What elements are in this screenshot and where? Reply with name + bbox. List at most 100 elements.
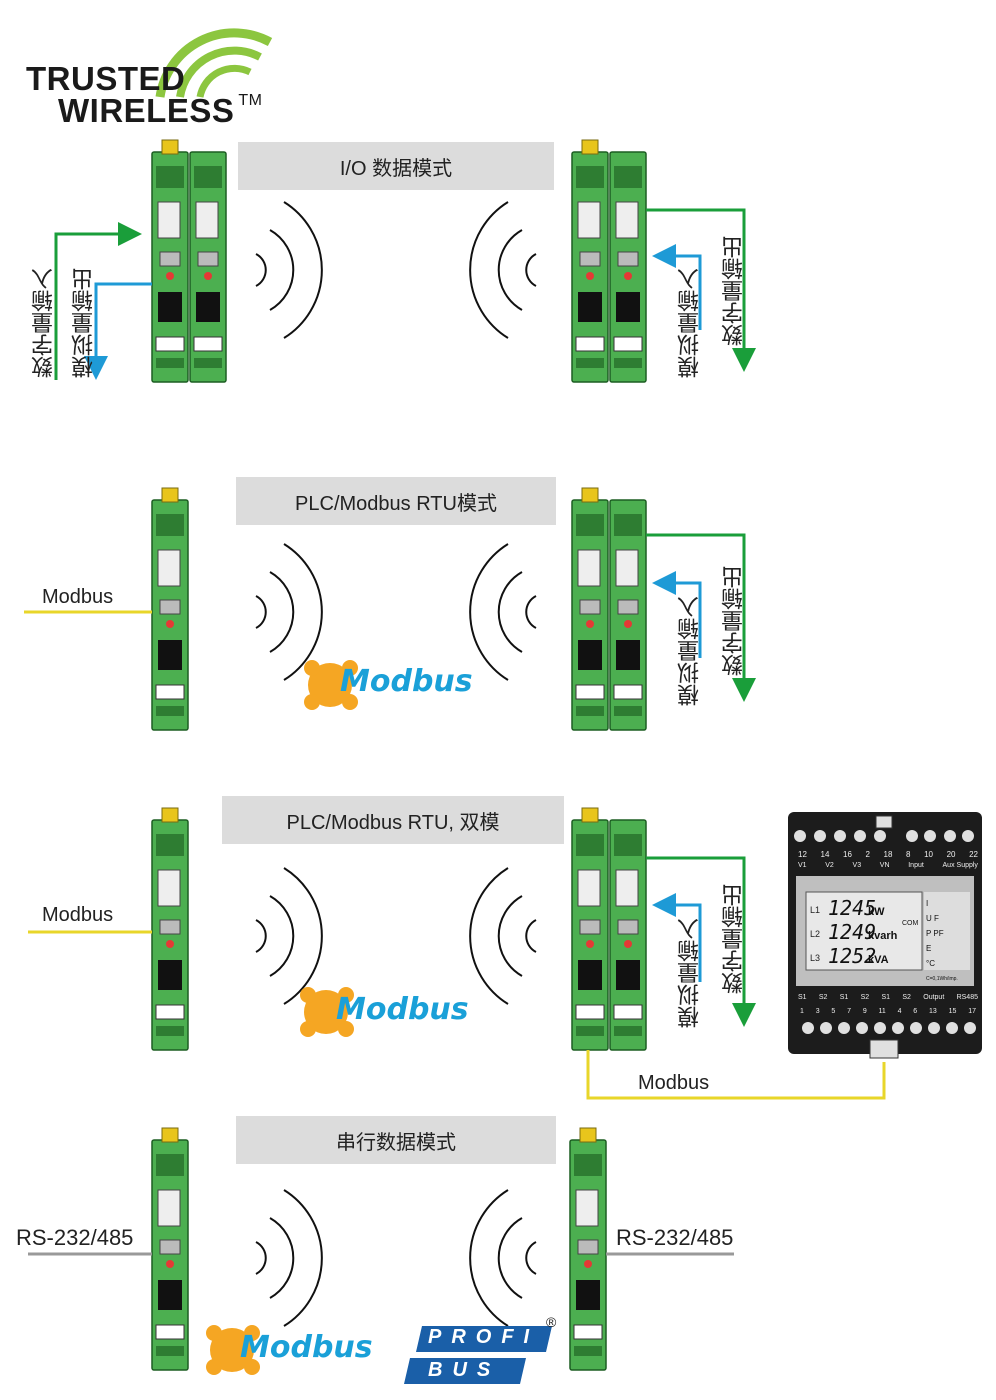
meter-key: I	[926, 899, 929, 908]
meter-bottom-label: S2	[818, 994, 828, 1001]
waves-s4-right	[469, 1189, 537, 1327]
meter-top-label: VN	[879, 862, 890, 869]
meter-key: °C	[926, 959, 935, 968]
module-s2-right-a	[571, 487, 609, 731]
module-s3-right-a	[571, 807, 609, 1051]
meter-bottom-label: S2	[860, 994, 870, 1001]
label-s2-modbus: Modbus	[42, 586, 114, 608]
meter-line: L1	[810, 905, 821, 915]
meter-top-term: 14	[820, 850, 830, 859]
arrow-s2-digital-out	[646, 533, 756, 702]
meter-bottom-label: RS485	[956, 994, 978, 1001]
label-s3-modbus-meter: Modbus	[638, 1072, 710, 1094]
arrow-s3-analog-in	[652, 893, 702, 982]
meter-bottom-term: 7	[847, 1008, 852, 1015]
meter-line: L3	[810, 953, 821, 963]
section-title-serial: 串行数据模式	[236, 1116, 556, 1164]
module-s1-left-a	[151, 139, 189, 383]
energy-meter	[788, 812, 982, 1059]
arrow-s2-analog-in	[652, 571, 702, 658]
meter-bottom-term: 6	[913, 1008, 918, 1015]
meter-line: L2	[810, 929, 821, 939]
meter-top-term: 20	[946, 850, 956, 859]
meter-readings: 1245 1249 1252	[828, 896, 876, 968]
modbus-emblem-s4	[206, 1325, 260, 1375]
modbus-logo-s3: Modbus	[336, 992, 469, 1027]
meter-top-label: V3	[852, 862, 862, 869]
modbus-emblem-s2	[304, 660, 358, 710]
waves-s2-left	[255, 543, 323, 681]
profibus-top-text: PROFI	[428, 1326, 540, 1348]
meter-com: COM	[902, 920, 919, 927]
waves-s4-left	[255, 1189, 323, 1327]
meter-bottom-term: 15	[948, 1008, 957, 1015]
label-s3-modbus: Modbus	[42, 904, 114, 926]
waves-s2-right	[469, 543, 537, 681]
label-s2-analog-in: 模拟量输入	[677, 596, 702, 706]
meter-bottom-term: 1	[800, 1008, 804, 1015]
meter-bottom-label: S1	[839, 994, 849, 1001]
label-s4-serial-right: RS-232/485	[616, 1225, 734, 1250]
module-s3-left	[151, 807, 189, 1051]
meter-reading: 1245	[828, 896, 877, 920]
waves-s1-right	[469, 201, 537, 339]
arrow-s3-digital-out	[646, 856, 756, 1027]
label-s1-analog-out: 模拟量输出	[71, 268, 96, 378]
module-s1-right-b	[609, 151, 647, 383]
label-s1-digital-in: 数字量输入	[31, 268, 56, 378]
meter-top-label: Aux Supply	[942, 862, 978, 869]
label-s3-analog-in: 模拟量输入	[677, 918, 702, 1028]
section-title-dual: PLC/Modbus RTU, 双模	[222, 796, 564, 844]
meter-top-labels: V1 V2 V3 VN Input Aux Supply	[798, 862, 978, 869]
arrow-s1-digital-out	[646, 208, 756, 372]
meter-bottom-labels: S1 S2 S1 S2 S1 S2 Output RS485	[798, 994, 978, 1001]
meter-key: U F	[926, 914, 939, 923]
profibus-bottom-text: BUS	[428, 1359, 501, 1381]
label-s4-serial-left: RS-232/485	[16, 1225, 134, 1250]
meter-bottom-term: 5	[831, 1008, 836, 1015]
meter-bottom-term: 11	[878, 1008, 886, 1015]
meter-unit: kVA	[868, 954, 889, 966]
meter-bottom-term: 17	[968, 1008, 976, 1015]
meter-key: P PF	[926, 929, 944, 938]
section-title-io: I/O 数据模式	[238, 142, 554, 190]
label-s3-digital-out: 数字量输出	[721, 884, 746, 994]
meter-top-term: 18	[883, 850, 893, 859]
meter-top-term: 22	[969, 850, 978, 859]
line-s3-modbus-meter	[586, 1050, 886, 1100]
meter-bottom-term: 3	[815, 1008, 820, 1015]
module-s2-left	[151, 487, 189, 731]
meter-bottom-term: 13	[929, 1008, 937, 1015]
meter-side-keys: I U F P PF E °C	[926, 896, 944, 971]
modbus-logo-s4: Modbus	[240, 1330, 373, 1365]
profibus-registered: ®	[546, 1314, 557, 1330]
meter-lines: L1 L2 L3	[810, 898, 820, 970]
logo-tm: TM	[238, 92, 263, 109]
waves-s3-left	[255, 867, 323, 1005]
meter-units: kW kvarh kVA	[868, 900, 897, 972]
module-s1-right-a	[571, 139, 609, 383]
profibus-logo	[404, 1326, 552, 1384]
meter-bottom-label: S1	[881, 994, 891, 1001]
meter-reading: 1252	[828, 944, 877, 968]
meter-top-term: 10	[924, 850, 933, 859]
meter-top-label: V2	[825, 862, 834, 869]
meter-top-term: 16	[843, 850, 852, 859]
meter-bottom-label: S1	[798, 994, 807, 1001]
module-s2-right-b	[609, 499, 647, 731]
arrow-s1-analog-out	[84, 282, 152, 380]
section-title-plc: PLC/Modbus RTU模式	[236, 477, 556, 525]
meter-reading: 1249	[828, 920, 877, 944]
meter-bottom-label: S2	[902, 994, 911, 1001]
module-s4-left	[151, 1127, 189, 1371]
label-s2-digital-out: 数字量输出	[721, 566, 746, 676]
meter-top-term: 8	[906, 850, 911, 859]
module-s3-right-b	[609, 819, 647, 1051]
modbus-emblem-s3	[300, 987, 354, 1037]
label-s1-analog-in: 模拟量输入	[677, 268, 702, 378]
meter-bottom-term: 4	[897, 1008, 902, 1015]
meter-bottom-label: Output	[923, 994, 945, 1001]
logo-trusted: TRUSTED	[26, 60, 186, 97]
module-s1-left-b	[189, 151, 227, 383]
